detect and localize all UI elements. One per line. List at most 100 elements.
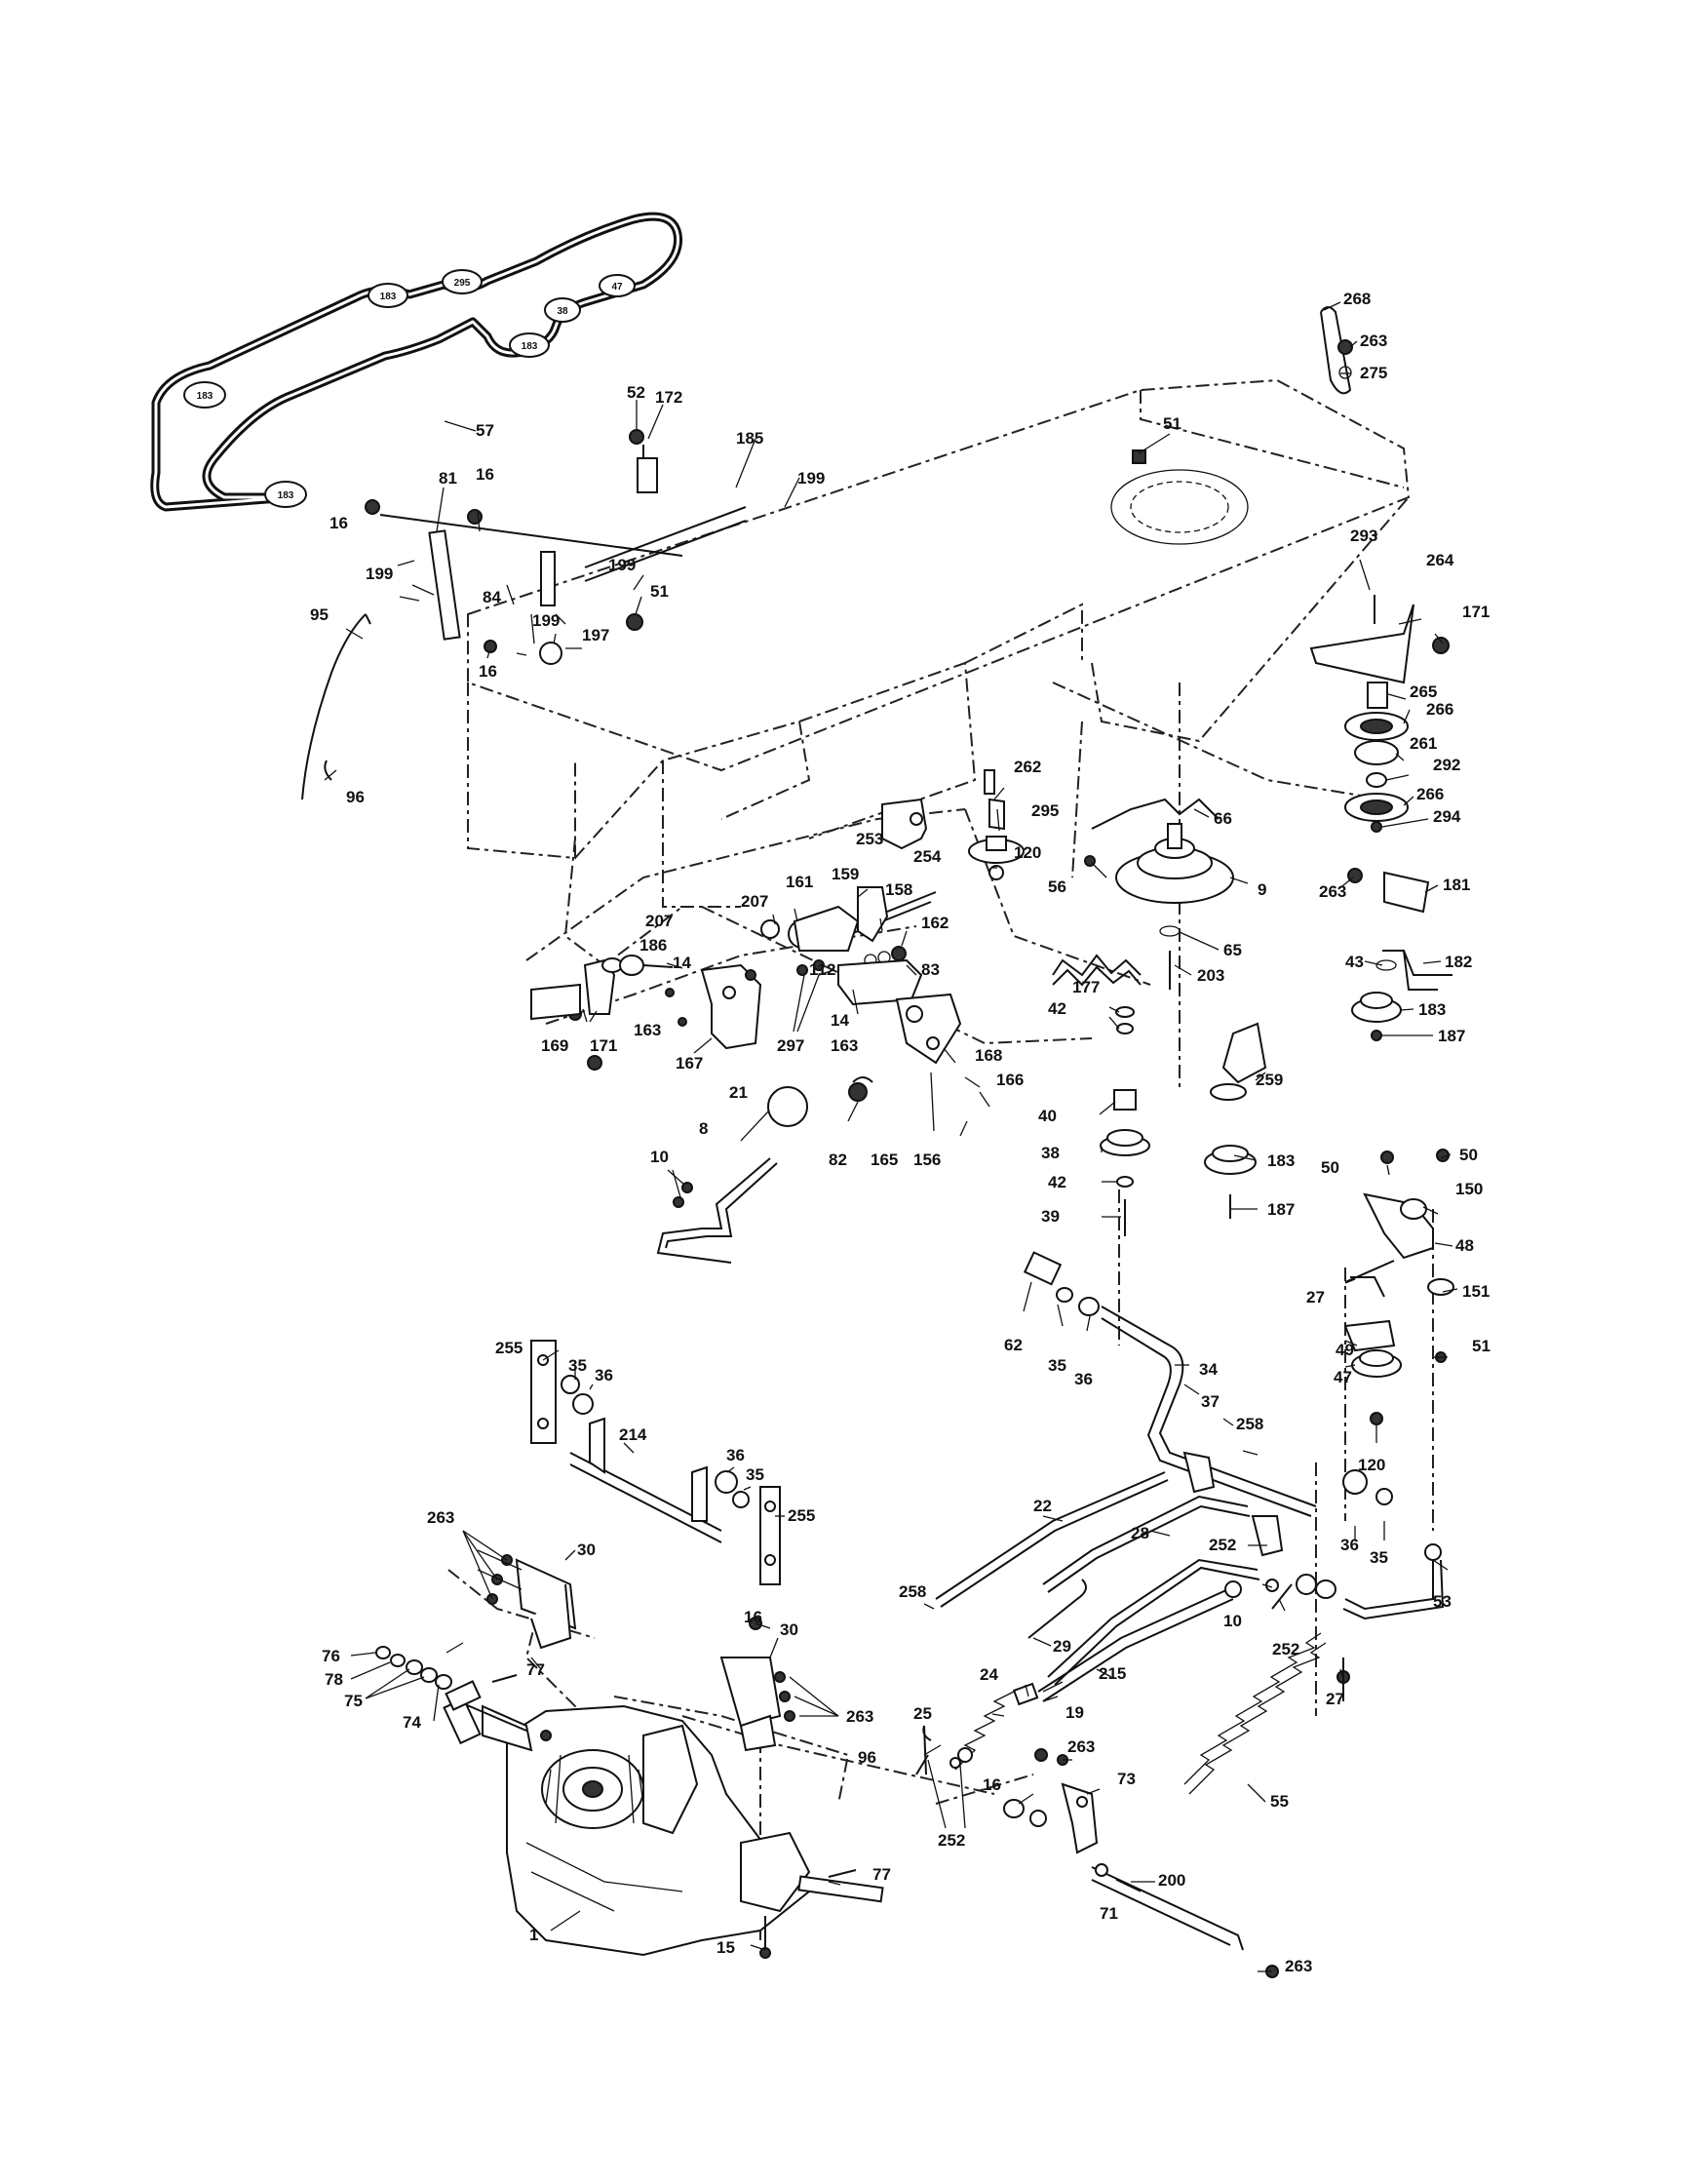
- callout-label: 215: [1099, 1664, 1126, 1683]
- callout-label: 183: [1418, 1000, 1446, 1019]
- callout-label: 8: [699, 1119, 708, 1138]
- callout-label: 156: [913, 1150, 941, 1169]
- callout-label: 197: [582, 626, 609, 644]
- shift-lever: [656, 1086, 808, 1264]
- callout-label: 263: [1285, 1957, 1312, 1975]
- callout-label: 95: [310, 605, 329, 624]
- callout-label: 263: [1360, 332, 1387, 350]
- callout-label: 53: [1433, 1592, 1452, 1611]
- callout-label: 258: [1236, 1415, 1263, 1433]
- callout-label: 163: [831, 1036, 858, 1055]
- callout-label: 263: [1067, 1737, 1095, 1756]
- callout-label: 172: [655, 388, 682, 407]
- callout-label: 159: [832, 865, 859, 883]
- callout-label: 252: [938, 1831, 965, 1850]
- callout-label: 24: [980, 1665, 998, 1684]
- callout-label: 255: [788, 1506, 815, 1525]
- callout-label: 48: [1455, 1236, 1474, 1255]
- callout-label: 263: [427, 1508, 454, 1527]
- callout-label: 49: [1336, 1341, 1354, 1359]
- middle-linkage: [530, 798, 962, 1102]
- callout-label: 27: [1326, 1690, 1344, 1708]
- callout-label: 187: [1438, 1027, 1465, 1045]
- callout-label: 168: [975, 1046, 1002, 1065]
- callout-label: 199: [366, 565, 393, 583]
- callout-label: 167: [676, 1054, 703, 1072]
- callout-label: 16: [744, 1608, 762, 1626]
- callout-label: 181: [1443, 876, 1470, 894]
- belt-pulley-icon: 38: [544, 297, 581, 323]
- callout-label: 96: [346, 788, 365, 806]
- callout-label: 292: [1433, 756, 1460, 774]
- callout-label: 74: [403, 1713, 421, 1732]
- callout-label: 10: [650, 1148, 669, 1166]
- callout-label: 83: [921, 960, 940, 979]
- callout-label: 207: [741, 892, 768, 911]
- callout-label: 199: [608, 556, 636, 574]
- callout-label: 200: [1158, 1871, 1185, 1890]
- belt-pulley-icon: 47: [599, 274, 636, 297]
- callout-label: 252: [1209, 1536, 1236, 1554]
- callout-label: 34: [1199, 1360, 1218, 1379]
- callout-label: 258: [899, 1582, 926, 1601]
- callout-label: 57: [476, 421, 494, 440]
- callout-label: 15: [716, 1938, 735, 1957]
- callout-label: 294: [1433, 807, 1461, 826]
- callout-label: 35: [1048, 1356, 1066, 1375]
- callout-label: 73: [1117, 1770, 1136, 1788]
- svg-text:183: 183: [380, 292, 397, 302]
- callout-label: 28: [1131, 1524, 1149, 1542]
- callout-label: 214: [619, 1425, 647, 1444]
- callout-label: 199: [797, 469, 825, 488]
- upper-left-linkage: [301, 429, 747, 800]
- callout-label: 77: [872, 1865, 891, 1884]
- callout-label: 42: [1048, 999, 1066, 1018]
- callout-label: 293: [1350, 526, 1377, 545]
- callout-label: 82: [829, 1150, 847, 1169]
- callout-label: 262: [1014, 758, 1041, 776]
- callout-label: 36: [1074, 1370, 1093, 1388]
- svg-text:183: 183: [522, 341, 538, 352]
- callout-label: 199: [532, 611, 560, 630]
- callout-label: 120: [1358, 1456, 1385, 1474]
- callout-label: 182: [1445, 953, 1472, 971]
- callout-label: 51: [1163, 414, 1181, 433]
- callout-label: 19: [1065, 1703, 1084, 1722]
- callout-label: 187: [1267, 1200, 1295, 1219]
- callout-label: 50: [1459, 1146, 1478, 1164]
- callout-label: 203: [1197, 966, 1224, 985]
- callout-label: 150: [1455, 1180, 1483, 1198]
- callout-label: 254: [913, 847, 942, 866]
- transaxle-hardware: [375, 1646, 857, 1878]
- callout-label: 35: [1370, 1548, 1388, 1567]
- callout-label: 47: [1334, 1368, 1352, 1386]
- callout-label: 165: [871, 1150, 898, 1169]
- callout-label: 16: [476, 465, 494, 484]
- callout-label: 37: [1201, 1392, 1220, 1411]
- brake-pedal-assembly: [935, 1149, 1454, 1701]
- callout-label: 66: [1214, 809, 1232, 828]
- callout-label: 50: [1321, 1158, 1339, 1177]
- callout-label: 186: [639, 936, 667, 955]
- callout-label: 259: [1256, 1071, 1283, 1089]
- callout-label: 36: [1340, 1536, 1359, 1554]
- belt-pulley-icon: 183: [264, 481, 307, 508]
- callout-label: 151: [1462, 1282, 1490, 1301]
- svg-text:183: 183: [278, 490, 294, 501]
- callout-label: 30: [780, 1620, 798, 1639]
- callout-label: 14: [673, 954, 691, 972]
- callout-label: 51: [650, 582, 669, 601]
- callout-label: 35: [568, 1356, 587, 1375]
- callout-label: 265: [1410, 682, 1437, 701]
- callout-label: 177: [1072, 978, 1100, 996]
- callout-label: 171: [1462, 603, 1490, 621]
- callout-label: 295: [1031, 801, 1059, 820]
- transaxle-icon: [443, 1696, 884, 1959]
- callout-label: 252: [1272, 1640, 1299, 1658]
- svg-text:295: 295: [454, 278, 471, 289]
- callout-label: 263: [1319, 882, 1346, 901]
- callout-label: 76: [322, 1647, 340, 1665]
- callout-labels: 57 52 172 185 199 16 81 16 199 51 199 84…: [310, 290, 1491, 1975]
- belt-pulley-icon: 183: [509, 332, 550, 358]
